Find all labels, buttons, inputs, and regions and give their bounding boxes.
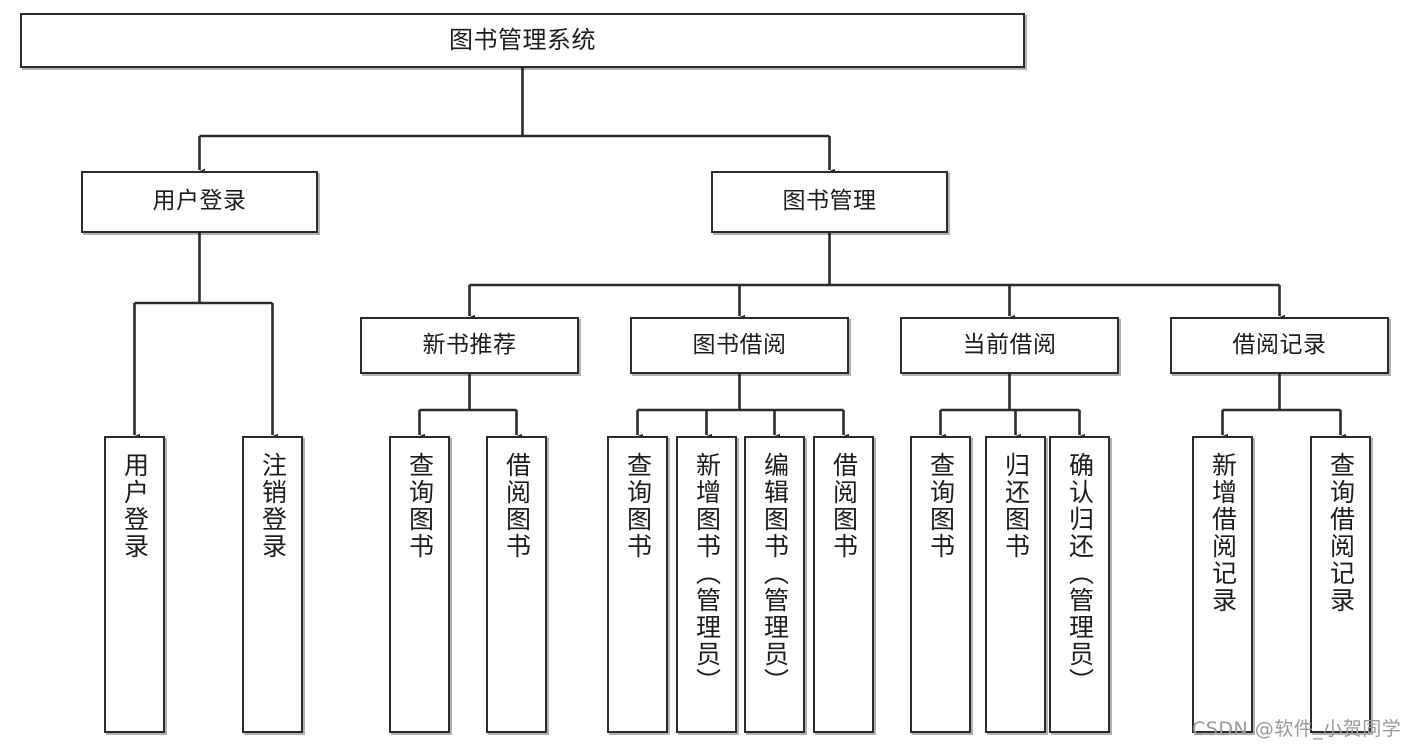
node-leaf-add-book[interactable]: 新增图书（管理员） [676,436,737,733]
node-label: 注销登录 [258,452,288,560]
node-leaf-borrow-book-2[interactable]: 借阅图书 [813,436,874,733]
node-book-borrow[interactable]: 图书借阅 [630,317,849,374]
node-label: 用户登录 [120,452,150,560]
node-leaf-return-book[interactable]: 归还图书 [985,436,1046,733]
node-current-borrow[interactable]: 当前借阅 [900,317,1119,374]
node-label: 图书管理系统 [449,26,596,55]
node-label: 归还图书 [1001,452,1031,560]
node-label: 查询图书 [623,452,653,560]
node-leaf-user-login[interactable]: 用户登录 [104,436,165,733]
node-leaf-logout[interactable]: 注销登录 [242,436,303,733]
node-label: 新增图书（管理员） [692,452,722,695]
node-leaf-query-record[interactable]: 查询借阅记录 [1310,436,1371,733]
node-label: 借阅图书 [829,452,859,560]
node-leaf-add-record[interactable]: 新增借阅记录 [1192,436,1253,733]
node-new-book-rec[interactable]: 新书推荐 [360,317,579,374]
node-leaf-query-book-3[interactable]: 查询图书 [910,436,971,733]
edges-group [129,68,1346,443]
node-leaf-edit-book[interactable]: 编辑图书（管理员） [744,436,805,733]
node-label: 用户登录 [152,188,247,215]
node-label: 新书推荐 [422,331,517,358]
node-user-login[interactable]: 用户登录 [81,171,318,233]
node-label: 编辑图书（管理员） [760,452,790,695]
node-label: 借阅记录 [1232,331,1327,358]
node-leaf-query-book-2[interactable]: 查询图书 [607,436,668,733]
node-book-manage[interactable]: 图书管理 [711,171,948,233]
node-label: 确认归还（管理员） [1065,452,1095,695]
node-leaf-query-book-1[interactable]: 查询图书 [389,436,450,733]
node-label: 查询借阅记录 [1326,452,1356,614]
node-leaf-confirm-return[interactable]: 确认归还（管理员） [1049,436,1110,733]
node-leaf-borrow-book-1[interactable]: 借阅图书 [486,436,547,733]
csdn-watermark: CSDN @软件_小贺同学 [1192,718,1402,740]
node-label: 当前借阅 [962,331,1057,358]
node-root-system[interactable]: 图书管理系统 [20,13,1025,68]
node-label: 借阅图书 [502,452,532,560]
node-borrow-record[interactable]: 借阅记录 [1170,317,1389,374]
node-label: 查询图书 [926,452,956,560]
node-label: 查询图书 [405,452,435,560]
node-label: 图书借阅 [692,331,787,358]
node-label: 新增借阅记录 [1208,452,1238,614]
node-label: 图书管理 [782,188,877,215]
